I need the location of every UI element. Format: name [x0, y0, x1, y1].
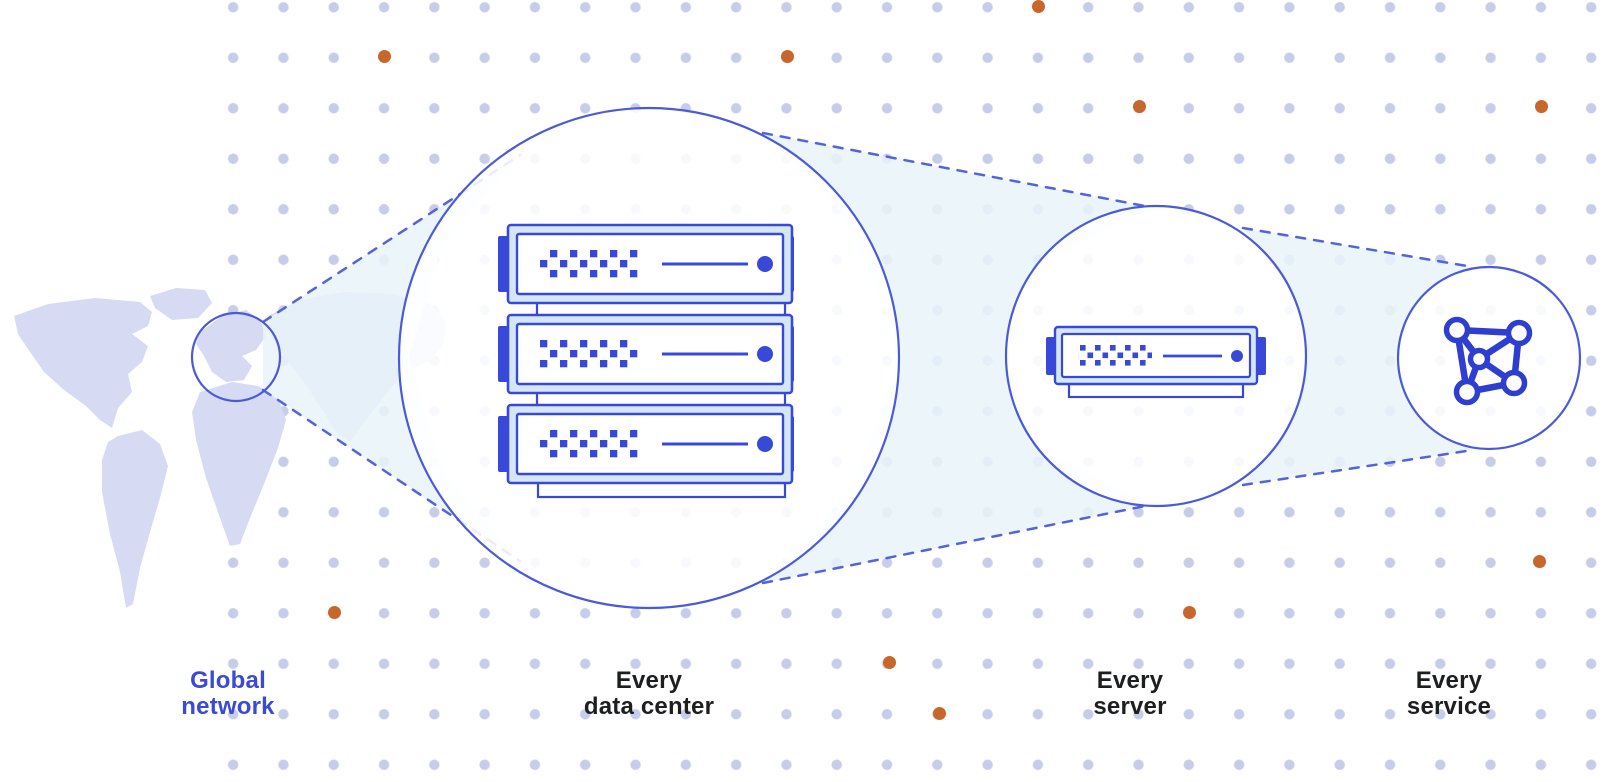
accent-dot	[1183, 606, 1196, 619]
mesh-network-icon	[1443, 316, 1533, 406]
label-every-service: Every service	[1319, 668, 1579, 720]
accent-dot	[328, 606, 341, 619]
accent-dot	[1133, 100, 1146, 113]
label-line: Global	[190, 667, 266, 694]
accent-dot	[1533, 555, 1546, 568]
accent-dot	[1032, 0, 1045, 13]
label-line: Every	[615, 667, 683, 694]
label-line: Every	[1096, 667, 1164, 694]
label-global-network: Global network	[98, 668, 358, 720]
label-line: data center	[583, 693, 715, 720]
server-rack-icon	[498, 223, 794, 499]
accent-dot	[781, 50, 794, 63]
label-line: service	[1406, 693, 1492, 720]
server-icon	[1046, 325, 1266, 399]
server-unit	[498, 223, 794, 305]
accent-dot	[883, 656, 896, 669]
server-unit	[498, 313, 794, 395]
label-every-server: Every server	[1000, 668, 1260, 720]
server-unit	[498, 403, 794, 485]
accent-dot	[1535, 100, 1548, 113]
label-line: network	[181, 693, 275, 720]
map-focus-ring	[190, 311, 282, 403]
label-line: server	[1093, 693, 1167, 720]
accent-dot	[933, 707, 946, 720]
accent-dot	[378, 50, 391, 63]
label-every-data-center: Every data center	[519, 668, 779, 720]
label-line: Every	[1415, 667, 1483, 694]
